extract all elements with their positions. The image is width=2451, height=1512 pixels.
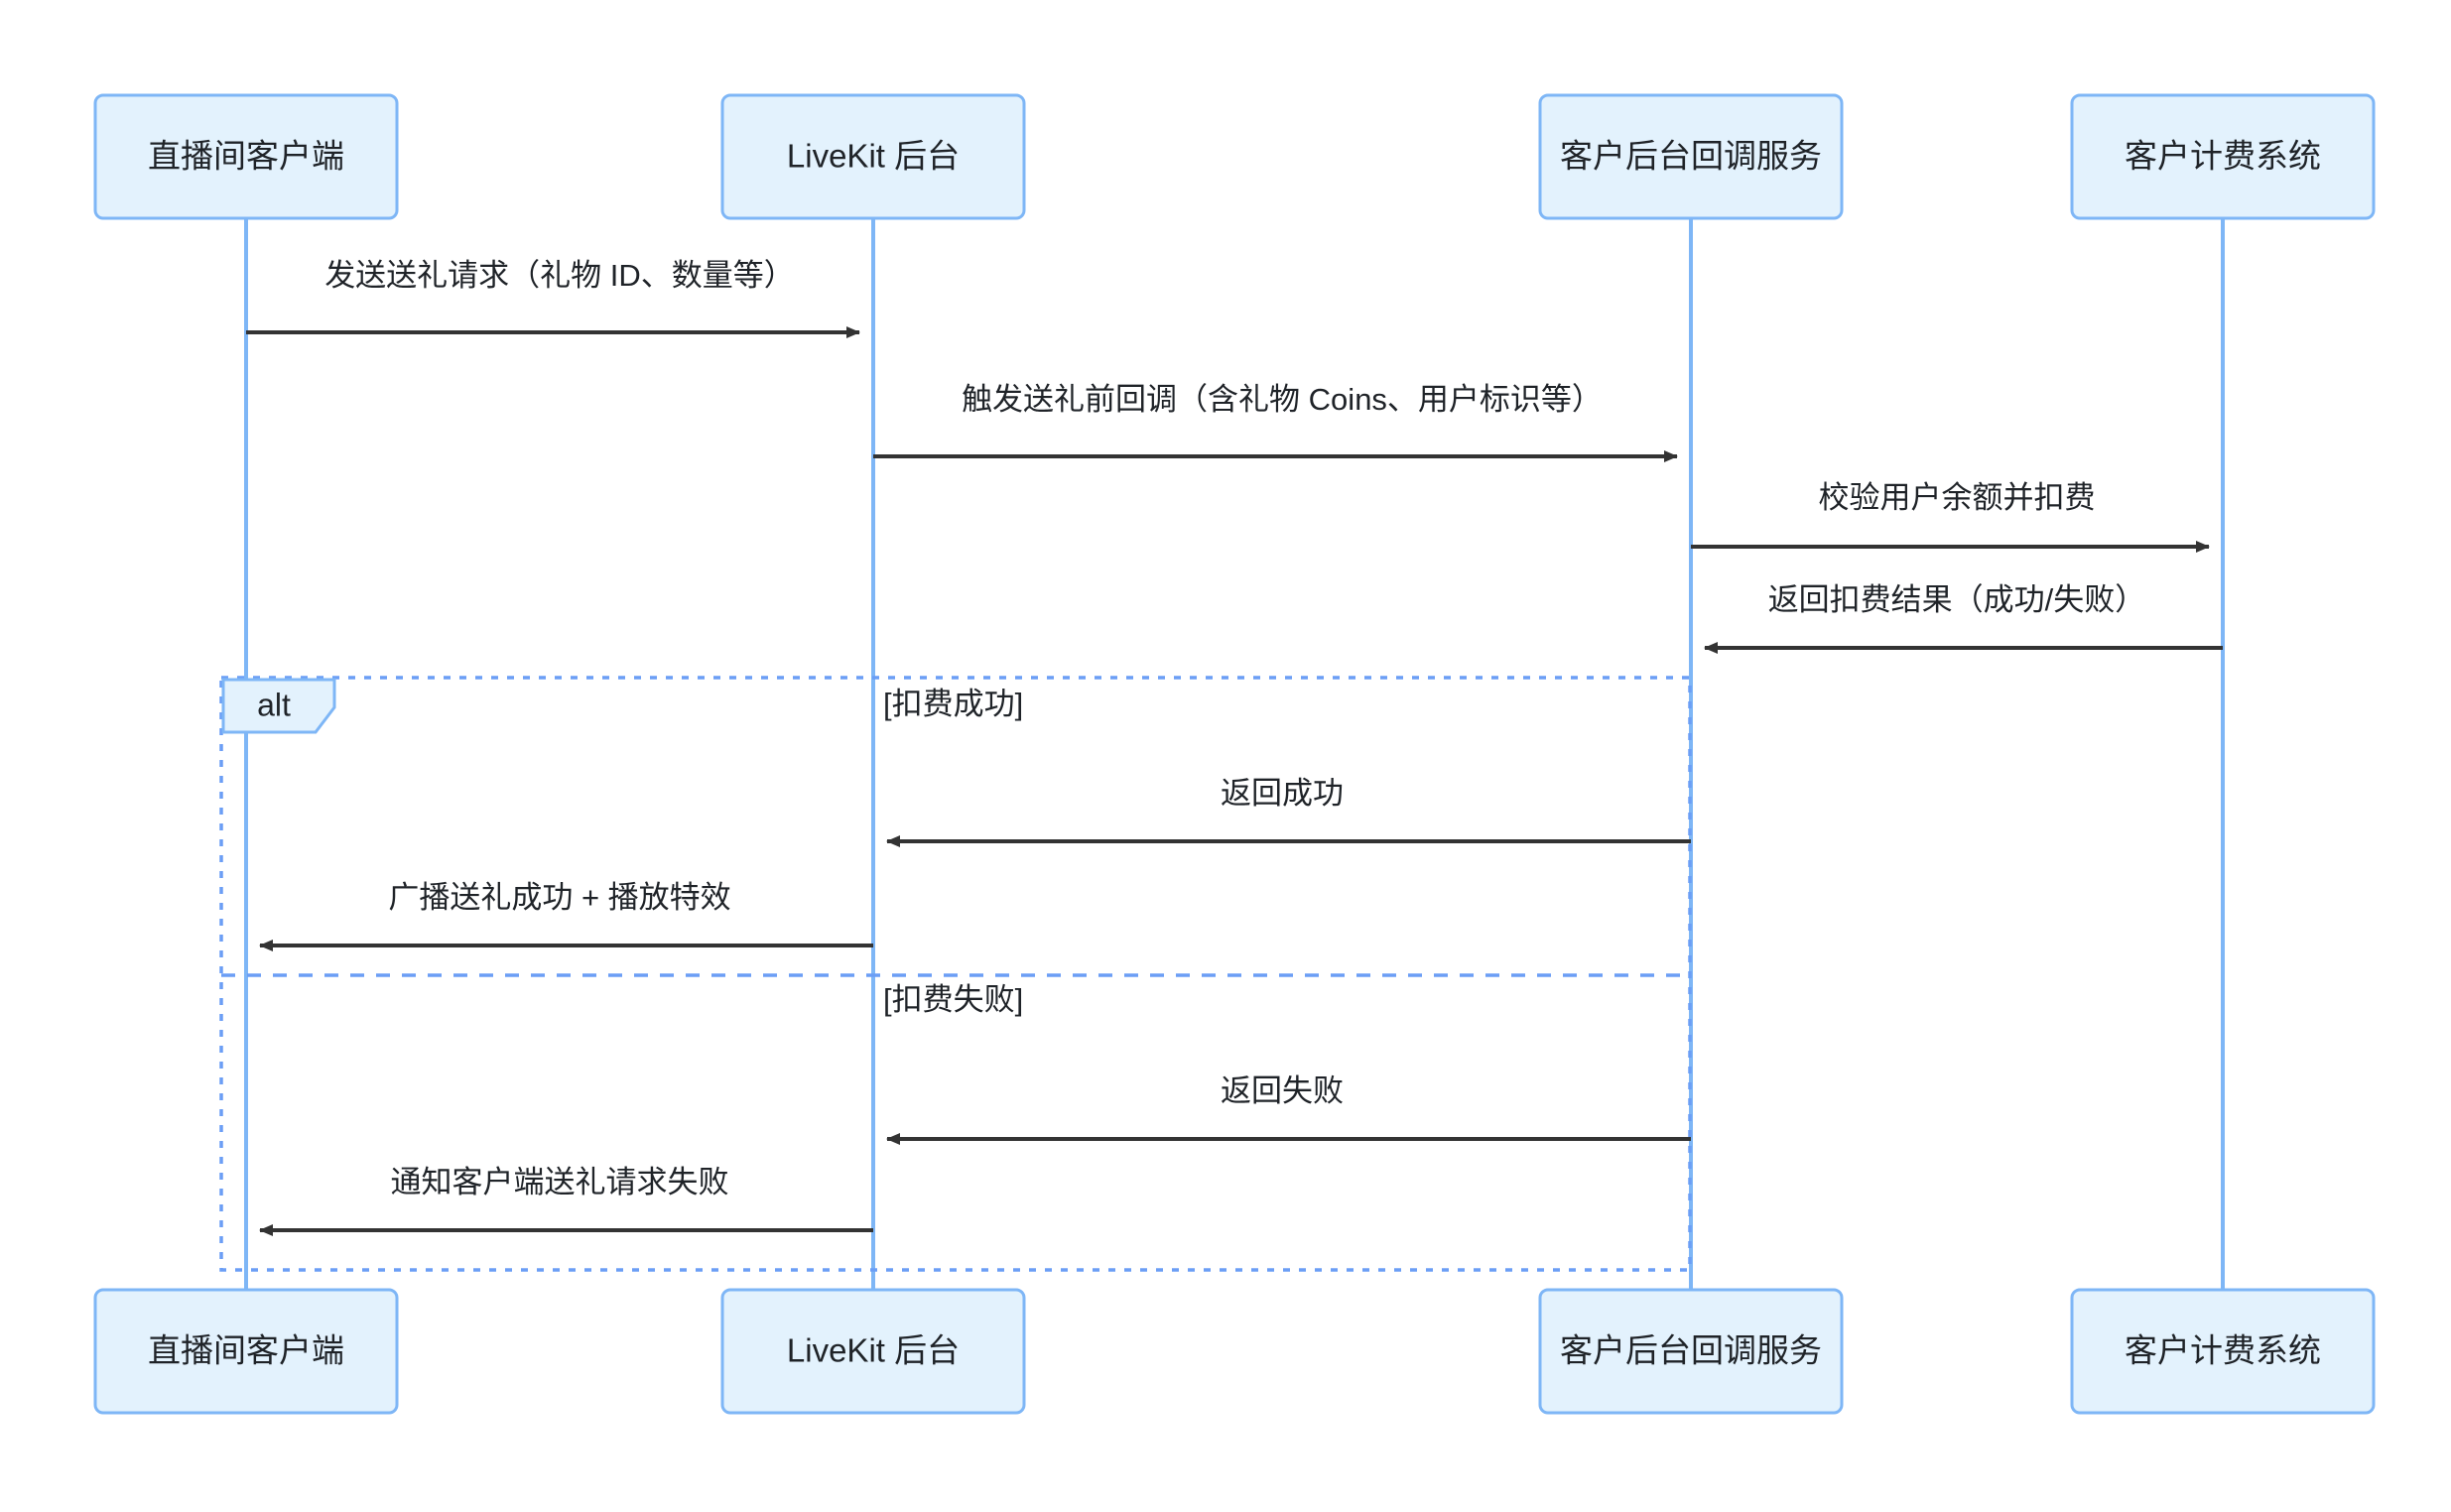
participant-rect[interactable] [2070, 93, 2376, 220]
participant-label: 直播间客户端 [148, 138, 344, 175]
participant-box-billing-bottom[interactable]: 客户计费系统 [2070, 1288, 2376, 1415]
message-return-charge-result: 返回扣费结果（成功/失败） [1704, 582, 2223, 654]
participant-box-livekit-bottom[interactable]: LiveKit 后台 [720, 1288, 1026, 1415]
participant-label: 直播间客户端 [148, 1332, 344, 1369]
participant-box-billing-top[interactable]: 客户计费系统 [2070, 93, 2376, 220]
participant-box-client-bottom[interactable]: 直播间客户端 [93, 1288, 399, 1415]
alt-tag-label: alt [257, 687, 291, 722]
participant-box-callback-bottom[interactable]: 客户后台回调服务 [1538, 1288, 1844, 1415]
message-label: 发送送礼请求（礼物 ID、数量等） [324, 258, 795, 293]
participant-rect[interactable] [1538, 93, 1844, 220]
message-return-failure: 返回失败 [886, 1073, 1691, 1145]
participant-label: 客户后台回调服务 [1560, 1332, 1822, 1369]
participant-label: 客户后台回调服务 [1560, 138, 1822, 175]
participant-box-client-top[interactable]: 直播间客户端 [93, 93, 399, 220]
participant-rect[interactable] [2070, 1288, 2376, 1415]
participant-rect[interactable] [720, 93, 1026, 220]
alt-fragment: alt [扣费成功] [扣费失败] [219, 676, 1692, 1272]
message-return-success: 返回成功 [886, 776, 1691, 847]
message-label: 校验用户余额并扣费 [1819, 480, 2096, 515]
message-broadcast-gift-success: 广播送礼成功 + 播放特效 [259, 880, 873, 951]
participant-box-callback-top[interactable]: 客户后台回调服务 [1538, 93, 1844, 220]
alt-branch-condition-failure: [扣费失败] [883, 982, 1023, 1017]
message-label: 通知客户端送礼请求失败 [391, 1165, 729, 1199]
participant-rect[interactable] [93, 1288, 399, 1415]
participant-boxes-top: 直播间客户端 LiveKit 后台 客户后台回调服务 客户计费系统 [93, 93, 2376, 220]
participant-label: LiveKit 后台 [787, 138, 960, 175]
message-label: 返回失败 [1221, 1073, 1344, 1108]
alt-fragment-border [219, 676, 1692, 1272]
participant-rect[interactable] [93, 93, 399, 220]
message-label: 返回成功 [1221, 776, 1344, 811]
participant-box-livekit-top[interactable]: LiveKit 后台 [720, 93, 1026, 220]
participant-rect[interactable] [720, 1288, 1026, 1415]
message-notify-client-gift-failed: 通知客户端送礼请求失败 [259, 1165, 873, 1236]
message-label: 触发送礼前回调（含礼物 Coins、用户标识等） [962, 382, 1603, 417]
messages: 发送送礼请求（礼物 ID、数量等） 触发送礼前回调（含礼物 Coins、用户标识… [246, 258, 2223, 1236]
message-send-gift-request: 发送送礼请求（礼物 ID、数量等） [246, 258, 860, 338]
participant-rect[interactable] [1538, 1288, 1844, 1415]
message-trigger-pre-gift-callback: 触发送礼前回调（含礼物 Coins、用户标识等） [873, 382, 1678, 462]
participant-label: 客户计费系统 [2125, 1332, 2321, 1369]
message-verify-balance-and-charge: 校验用户余额并扣费 [1691, 480, 2210, 553]
lifelines [244, 218, 2225, 1290]
message-label: 返回扣费结果（成功/失败） [1768, 582, 2146, 617]
participant-boxes-bottom: 直播间客户端 LiveKit 后台 客户后台回调服务 客户计费系统 [93, 1288, 2376, 1415]
alt-tag-shape [221, 678, 336, 734]
participant-label: LiveKit 后台 [787, 1332, 960, 1369]
message-label: 广播送礼成功 + 播放特效 [388, 880, 730, 915]
alt-branch-condition-success: [扣费成功] [883, 687, 1023, 721]
participant-label: 客户计费系统 [2125, 138, 2321, 175]
